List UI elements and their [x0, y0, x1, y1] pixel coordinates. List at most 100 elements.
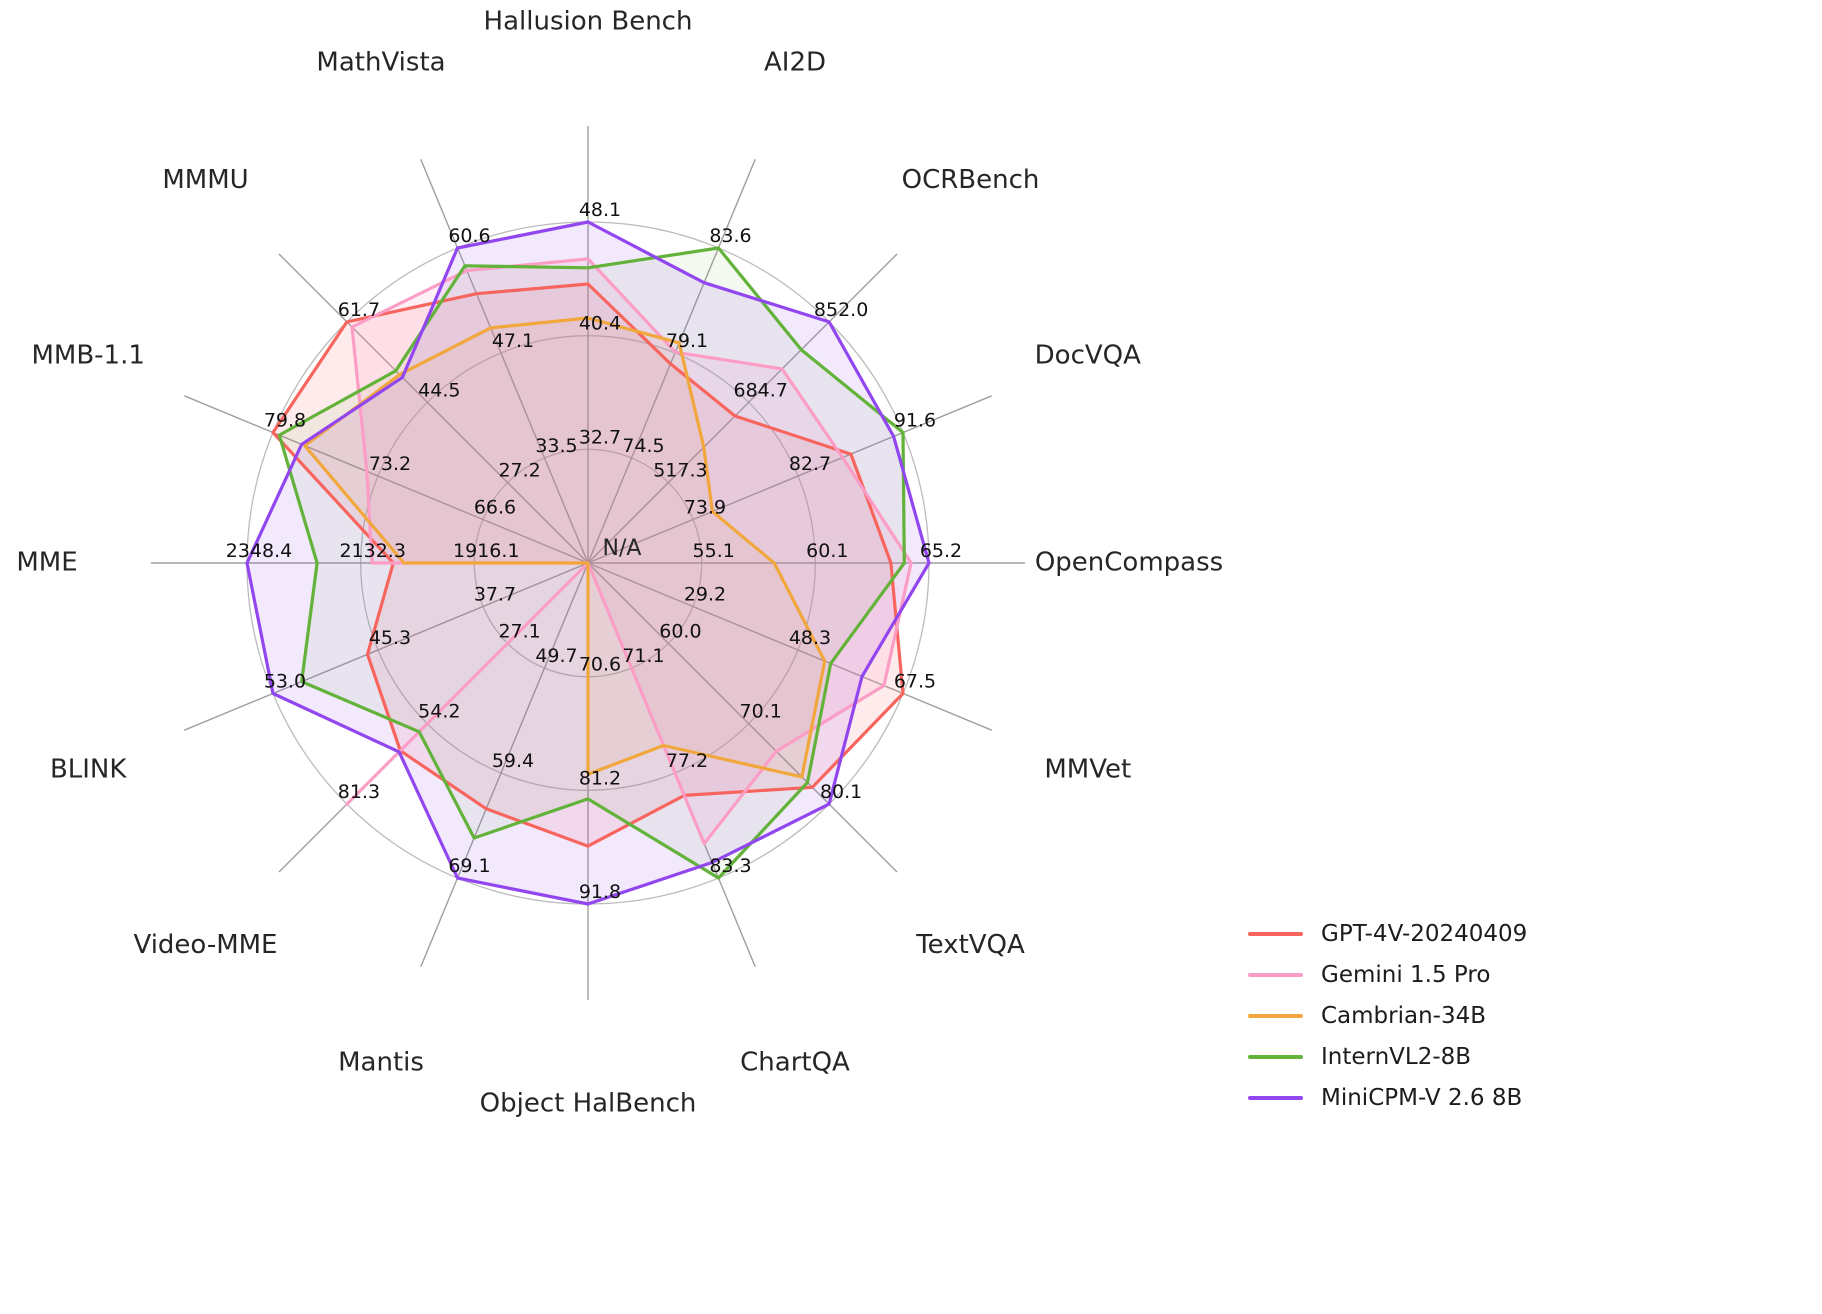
tick-label-ai2d: 74.5 [622, 435, 664, 457]
axis-spoke-ocrbench [587, 253, 898, 564]
tick-label-docvqa: 91.6 [894, 410, 936, 432]
axis-label-blink: BLINK [50, 755, 127, 785]
tick-label-mmvet: 67.5 [894, 671, 936, 693]
legend-label-minicpm-v-2-6-8b: MiniCPM-V 2.6 8B [1321, 1084, 1523, 1111]
series-line-cambrian-34b [303, 316, 827, 779]
tick-label-mmb-1-1: 73.2 [369, 453, 411, 475]
tick-label-mmvet: 29.2 [684, 584, 726, 606]
tick-label-mmb-1-1: 66.6 [474, 497, 516, 519]
legend-item-cambrian-34b: Cambrian-34B [1248, 1002, 1527, 1029]
axis-spoke-mathvista [420, 159, 589, 564]
tick-label-chartqa: 71.1 [622, 645, 664, 667]
tick-label-ocrbench: 852.0 [814, 299, 868, 321]
tick-label-mathvista: 47.1 [492, 330, 534, 352]
tick-label-blink: 45.3 [369, 627, 411, 649]
tick-label-mmmu: 27.2 [498, 460, 540, 482]
axis-spoke-docvqa [587, 395, 992, 564]
legend-item-gemini-1-5-pro: Gemini 1.5 Pro [1248, 961, 1527, 988]
axis-label-ocrbench: OCRBench [902, 165, 1040, 195]
axis-spoke-ai2d [587, 159, 756, 564]
legend-label-cambrian-34b: Cambrian-34B [1321, 1002, 1487, 1029]
tick-label-mmmu: 61.7 [338, 299, 380, 321]
legend-label-gemini-1-5-pro: Gemini 1.5 Pro [1321, 961, 1491, 988]
tick-label-object-halbench: 91.8 [579, 881, 621, 903]
tick-label-mathvista: 60.6 [448, 225, 490, 247]
axis-label-video-mme: Video-MME [133, 930, 277, 960]
axis-label-mme: MME [16, 548, 77, 578]
axis-label-mmvet: MMVet [1044, 755, 1131, 785]
tick-label-ai2d: 83.6 [709, 225, 751, 247]
tick-label-object-halbench: 81.2 [579, 767, 621, 789]
tick-label-blink: 53.0 [264, 671, 306, 693]
axis-spoke-mantis [420, 562, 589, 967]
tick-label-mantis: 69.1 [448, 855, 490, 877]
series-line-gemini-1-5-pro [345, 257, 913, 846]
tick-label-blink: 37.7 [474, 584, 516, 606]
series-line-minicpm-v-2-6-8b [245, 220, 931, 906]
tick-label-video-mme: 54.2 [418, 701, 460, 723]
axis-spoke-textvqa [587, 562, 898, 873]
tick-label-chartqa: 83.3 [709, 855, 751, 877]
axis-label-mmb-1-1: MMB-1.1 [31, 341, 144, 371]
tick-label-opencompass: 65.2 [920, 540, 962, 562]
axis-label-chartqa: ChartQA [740, 1047, 850, 1077]
axis-spoke-mmmu [278, 253, 589, 564]
axis-label-hallusion-bench: Hallusion Bench [484, 7, 693, 37]
axis-label-mantis: Mantis [338, 1047, 424, 1077]
tick-label-mantis: 59.4 [492, 750, 534, 772]
tick-label-object-halbench: 70.6 [579, 654, 621, 676]
tick-label-ocrbench: 517.3 [653, 460, 707, 482]
tick-label-hallusion-bench: 40.4 [579, 313, 621, 335]
legend-item-gpt-4v-20240409: GPT-4V-20240409 [1248, 920, 1527, 947]
tick-label-chartqa: 77.2 [666, 750, 708, 772]
tick-label-mantis: 49.7 [535, 645, 577, 667]
tick-label-mathvista: 33.5 [535, 435, 577, 457]
legend-item-internvl2-8b: InternVL2-8B [1248, 1043, 1527, 1070]
axis-label-docvqa: DocVQA [1035, 341, 1141, 371]
center-na-label: N/A [603, 536, 642, 561]
tick-label-textvqa: 70.1 [740, 701, 782, 723]
tick-label-ocrbench: 684.7 [733, 379, 787, 401]
legend-swatch-cambrian-34b [1248, 1013, 1303, 1018]
tick-label-mme: 1916.1 [453, 540, 519, 562]
legend-label-gpt-4v-20240409: GPT-4V-20240409 [1321, 920, 1528, 947]
legend-item-minicpm-v-2-6-8b: MiniCPM-V 2.6 8B [1248, 1084, 1527, 1111]
legend-swatch-gemini-1-5-pro [1248, 972, 1303, 977]
tick-label-mme: 2132.3 [339, 540, 405, 562]
tick-label-mme: 2348.4 [226, 540, 292, 562]
tick-label-opencompass: 55.1 [693, 540, 735, 562]
tick-label-hallusion-bench: 48.1 [579, 199, 621, 221]
axis-label-object-halbench: Object HalBench [480, 1089, 697, 1119]
tick-label-textvqa: 60.0 [659, 620, 701, 642]
tick-label-docvqa: 82.7 [789, 453, 831, 475]
tick-label-mmvet: 48.3 [789, 627, 831, 649]
legend-swatch-gpt-4v-20240409 [1248, 931, 1303, 936]
axis-label-ai2d: AI2D [764, 48, 826, 78]
legend-swatch-minicpm-v-2-6-8b [1248, 1095, 1303, 1100]
tick-label-opencompass: 60.1 [806, 540, 848, 562]
axis-label-textvqa: TextVQA [915, 930, 1025, 960]
axis-label-opencompass: OpenCompass [1035, 548, 1223, 578]
tick-label-video-mme: 27.1 [498, 620, 540, 642]
series-fill-gemini-1-5-pro [346, 258, 912, 844]
series-fill-cambrian-34b [304, 318, 825, 777]
axis-label-mmmu: MMMU [162, 165, 248, 195]
tick-label-mmb-1-1: 79.8 [264, 410, 306, 432]
tick-label-video-mme: 81.3 [338, 781, 380, 803]
series-fill-internvl2-8b [279, 248, 905, 878]
tick-label-docvqa: 73.9 [684, 497, 726, 519]
axis-spoke-mmvet [587, 562, 992, 731]
tick-label-hallusion-bench: 32.7 [579, 426, 621, 448]
series-line-internvl2-8b [277, 246, 906, 880]
tick-label-mmmu: 44.5 [418, 379, 460, 401]
series-line-gpt-4v-20240409 [271, 282, 905, 848]
legend-label-internvl2-8b: InternVL2-8B [1321, 1043, 1472, 1070]
tick-label-ai2d: 79.1 [666, 330, 708, 352]
axis-label-mathvista: MathVista [316, 48, 445, 78]
tick-label-textvqa: 80.1 [820, 781, 862, 803]
axis-spoke-mmb-1-1 [184, 395, 589, 564]
axis-spoke-blink [184, 562, 589, 731]
